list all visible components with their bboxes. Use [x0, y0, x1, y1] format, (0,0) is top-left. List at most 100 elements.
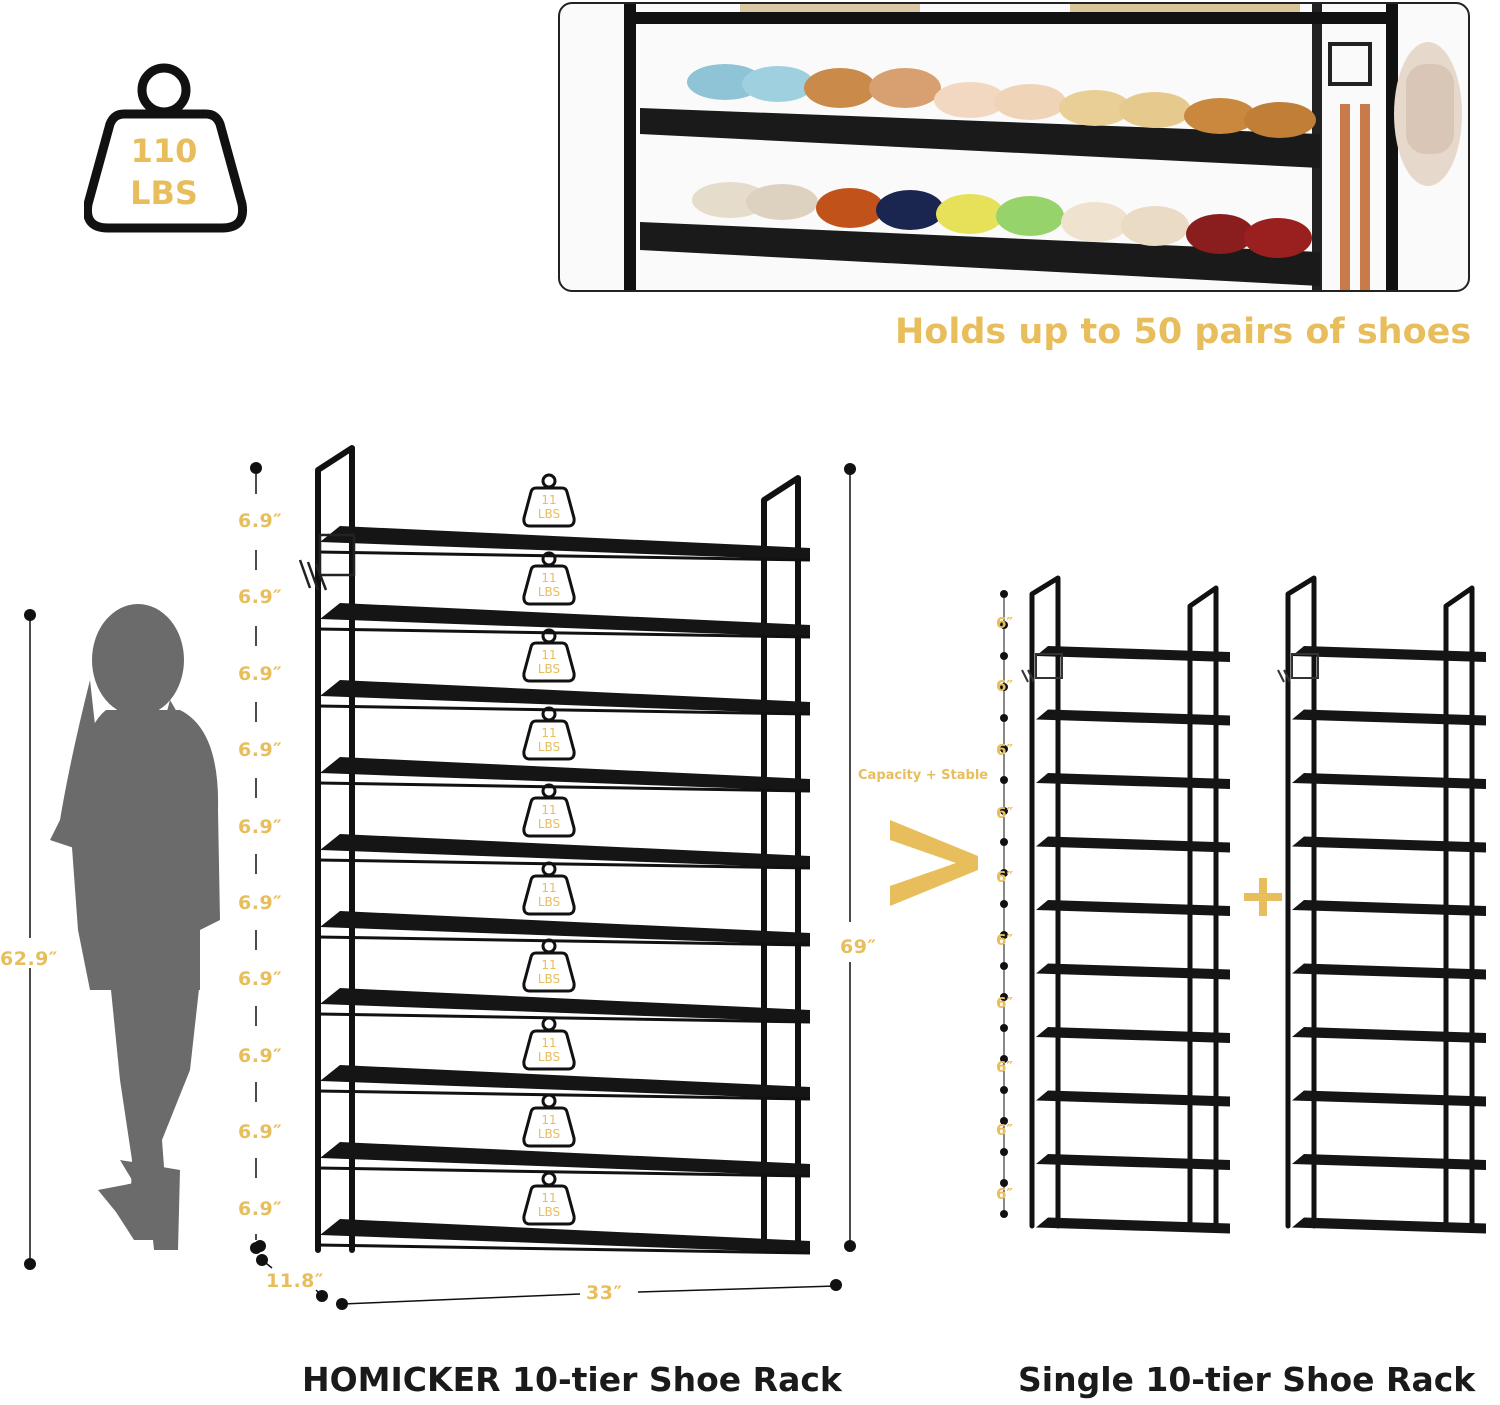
tier-spacing-label: 6.9″ [238, 968, 283, 991]
tier-weight-value: 11 [541, 1035, 557, 1050]
tier-spacing-label: 6.9″ [238, 1044, 283, 1067]
tier-weight-unit: LBS [537, 1204, 561, 1219]
tier-weight-value: 11 [541, 1113, 557, 1127]
tier-weight-unit: LBS [537, 584, 561, 599]
shelf [1292, 836, 1486, 853]
rack-height-dimension-line [844, 463, 856, 1252]
hook-basket [1277, 653, 1319, 683]
single-tier-spacing-label: 6″ [996, 1057, 1014, 1076]
single-tier-spacing-label: 6″ [996, 931, 1014, 949]
tier-weight-unit: LBS [537, 894, 561, 909]
shelf [1292, 963, 1486, 980]
shelf [1036, 709, 1230, 726]
tier-spacing-label: 6.9″ [238, 739, 283, 762]
shelf [1036, 1154, 1230, 1170]
shelf [1292, 709, 1486, 726]
shelf [1292, 773, 1486, 789]
single-rack-title: Single 10-tier Shoe Rack [1018, 1360, 1476, 1399]
rack-width-label: 33″ [586, 1282, 623, 1304]
shoe-capacity-caption: Holds up to 50 pairs of shoes [895, 312, 1472, 352]
weight-capacity-value: 110 [130, 132, 198, 170]
single-tier-spacing-label: 6″ [996, 804, 1014, 823]
shelf-front-bar [317, 781, 811, 793]
shelf [1292, 1027, 1486, 1043]
single-tier-spacing-label: 6″ [996, 867, 1014, 886]
tier-weight-unit: LBS [537, 662, 561, 676]
product-photo [558, 2, 1470, 292]
single-tier-spacing-label: 6″ [996, 677, 1014, 696]
tier-weight-value: 11 [541, 880, 557, 895]
tier-weight-value: 11 [541, 803, 557, 817]
shoe-rack-photo-illustration [624, 4, 1462, 290]
shelf [1036, 646, 1230, 662]
single-tier-spacing-label: 6″ [996, 1121, 1014, 1140]
greater-than-icon [890, 820, 978, 906]
tier-weight-unit: LBS [537, 1127, 561, 1141]
tier-weight-unit: LBS [537, 739, 561, 754]
tier-weight-value: 11 [541, 958, 557, 972]
tier-spacing-label: 6.9″ [238, 892, 283, 914]
hook-basket [1021, 653, 1063, 683]
shelf [1036, 1217, 1230, 1234]
weight-capacity-icon [84, 63, 248, 233]
shelf-front-bar [317, 550, 811, 562]
single-tier-spacing-dimension-line [1000, 590, 1008, 1218]
weight-capacity-label: 110 LBS [84, 130, 244, 214]
tier-spacing-label: 6.9″ [238, 510, 283, 532]
shelf-front-bar [317, 1243, 811, 1255]
shelf [320, 911, 810, 945]
shelf [1036, 963, 1230, 980]
person-height-label: 62.9″ [0, 948, 58, 970]
shelf [320, 1219, 810, 1253]
shelf [1292, 1154, 1486, 1170]
shelf [320, 1142, 810, 1176]
shelf [320, 526, 810, 560]
single-shoe-rack-diagram-1 [1021, 575, 1230, 1234]
shelf [1292, 1217, 1486, 1234]
tier-weight-unit: LBS [537, 1049, 561, 1064]
person-height-dimension-line [24, 609, 36, 1270]
tier-spacing-label: 6.9″ [238, 662, 283, 685]
main-rack-title: HOMICKER 10-tier Shoe Rack [302, 1360, 842, 1399]
tier-weight-value: 11 [541, 570, 557, 585]
shelf [1292, 900, 1486, 916]
single-shoe-rack-diagram-2 [1277, 575, 1486, 1234]
shelf [1292, 1090, 1486, 1107]
tier-weight-value: 11 [541, 493, 557, 507]
rack-height-label: 69″ [840, 936, 877, 958]
shelf-front-bar [317, 935, 811, 947]
tier-spacing-label: 6.9″ [238, 1197, 283, 1220]
weight-capacity-unit: LBS [130, 174, 198, 212]
single-tier-spacing-label: 6″ [996, 994, 1014, 1013]
single-tier-spacing-label: 6″ [996, 740, 1014, 759]
rack-depth-label: 11.8″ [266, 1270, 324, 1292]
person-silhouette [50, 604, 220, 1250]
shelf [1292, 646, 1486, 662]
shelf [320, 988, 810, 1022]
tier-spacing-label: 6.9″ [238, 815, 283, 838]
shelf [1036, 773, 1230, 789]
shelf-front-bar [317, 1012, 811, 1024]
tier-weight-value: 11 [541, 725, 557, 740]
tier-weight-unit: LBS [537, 507, 561, 521]
single-tier-spacing-label: 6″ [996, 614, 1014, 632]
tier-weight-value: 11 [541, 1190, 557, 1205]
